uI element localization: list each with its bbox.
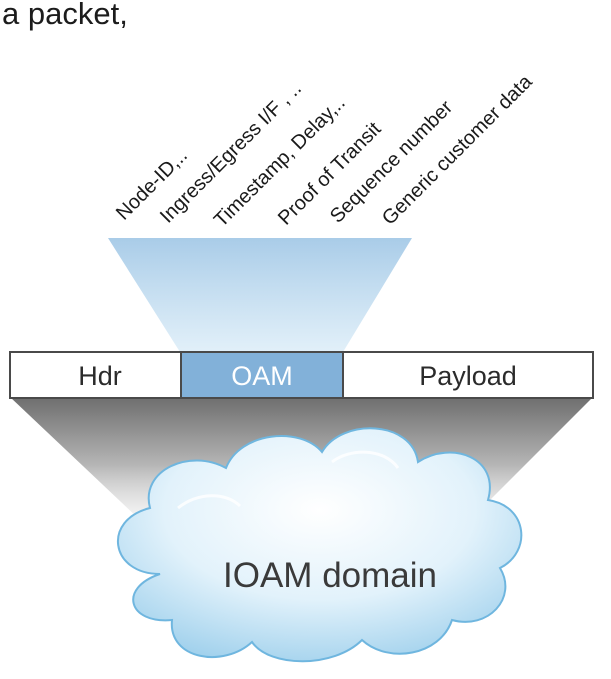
oam-label: OAM [231,361,293,391]
packet-payload-field [342,351,594,399]
packet: Hdr OAM Payload [9,351,594,399]
cloud-label: IOAM domain [223,556,437,595]
hdr-label: Hdr [78,361,122,391]
ioam-domain-cloud [116,427,523,663]
data-field-labels: Node-ID,.. Ingress/Egress I/F , .. Times… [112,70,537,231]
oam-funnel [108,238,412,352]
intro-text: a packet, [2,0,128,31]
cloud-highlight [177,450,400,510]
packet-hdr-field [9,351,182,399]
payload-label: Payload [419,361,517,391]
